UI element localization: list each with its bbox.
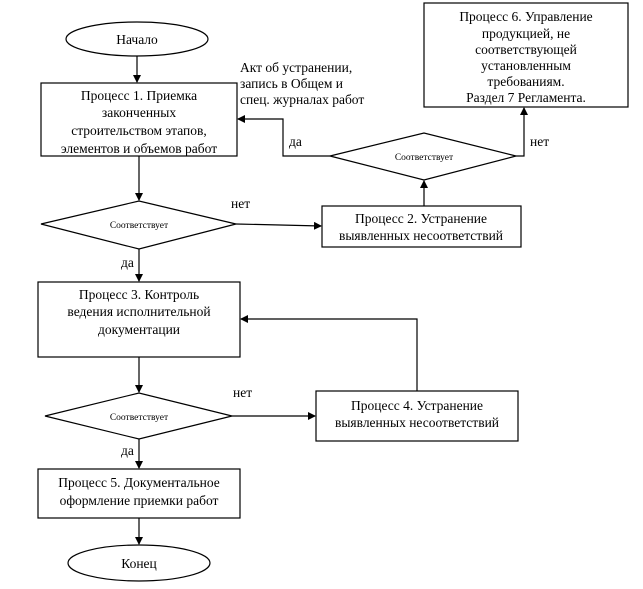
arrow-decision2-no <box>516 107 528 157</box>
decision2-label: Соответствует <box>395 153 454 163</box>
process1-line: законченных <box>102 105 176 120</box>
arrow-decision1-no <box>235 221 322 230</box>
start-terminator: Начало <box>65 21 209 57</box>
process4-line: выявленных несоответствий <box>335 415 499 430</box>
decision3-label: Соответствует <box>110 413 169 423</box>
decision2-diamond: Соответствует <box>329 132 517 181</box>
process6-line: Раздел 7 Регламента. <box>466 90 586 105</box>
process5-line: Процесс 5. Документальное <box>58 475 220 490</box>
decision3-yes-label: да <box>121 443 134 458</box>
decision1-diamond: Соответствует <box>40 200 237 250</box>
decision3-diamond: Соответствует <box>44 392 233 440</box>
act-note-line: запись в Общем и <box>240 76 343 91</box>
process4-line: Процесс 4. Устранение <box>351 398 483 413</box>
process2-line: выявленных несоответствий <box>339 228 503 243</box>
process3-box: Процесс 3. Контроль ведения исполнительн… <box>37 281 241 358</box>
decision1-label: Соответствует <box>110 221 169 231</box>
process1-box: Процесс 1. Приемка законченных строитель… <box>40 82 238 157</box>
decision2-yes-label: да <box>289 134 302 149</box>
process3-line: документации <box>98 322 180 337</box>
process6-line: требованиям. <box>487 74 564 89</box>
process6-line: установленным <box>481 58 571 73</box>
decision1-no-label: нет <box>231 196 250 211</box>
process2-box: Процесс 2. Устранение выявленных несоотв… <box>321 205 522 248</box>
decision1-yes-label: да <box>121 255 134 270</box>
decision2-no-label: нет <box>530 134 549 149</box>
act-note-line: спец. журналах работ <box>240 92 364 107</box>
act-note-line: Акт об устранении, <box>240 60 352 75</box>
process1-line: элементов и объемов работ <box>61 141 217 156</box>
process5-line: оформление приемки работ <box>60 493 219 508</box>
process6-line: продукцией, не <box>482 26 570 41</box>
decision3-no-label: нет <box>233 385 252 400</box>
process6-box: Процесс 6. Управление продукцией, не соо… <box>423 2 629 108</box>
end-terminator: Конец <box>67 544 211 582</box>
arrow-decision2-yes <box>237 115 330 157</box>
process5-box: Процесс 5. Документальное оформление при… <box>37 468 241 519</box>
arrow-process4-to-process3 <box>240 315 418 391</box>
process1-line: Процесс 1. Приемка <box>81 88 197 103</box>
process1-line: строительством этапов, <box>71 123 207 138</box>
process2-line: Процесс 2. Устранение <box>355 211 487 226</box>
process6-line: соответствующей <box>475 42 577 57</box>
process6-line: Процесс 6. Управление <box>459 9 592 24</box>
process4-box: Процесс 4. Устранение выявленных несоотв… <box>315 390 519 442</box>
process3-line: ведения исполнительной <box>67 304 210 319</box>
end-label: Конец <box>121 556 157 571</box>
process3-line: Процесс 3. Контроль <box>79 287 199 302</box>
act-note: Акт об устранении, запись в Общем и спец… <box>240 60 364 107</box>
start-label: Начало <box>116 32 158 47</box>
